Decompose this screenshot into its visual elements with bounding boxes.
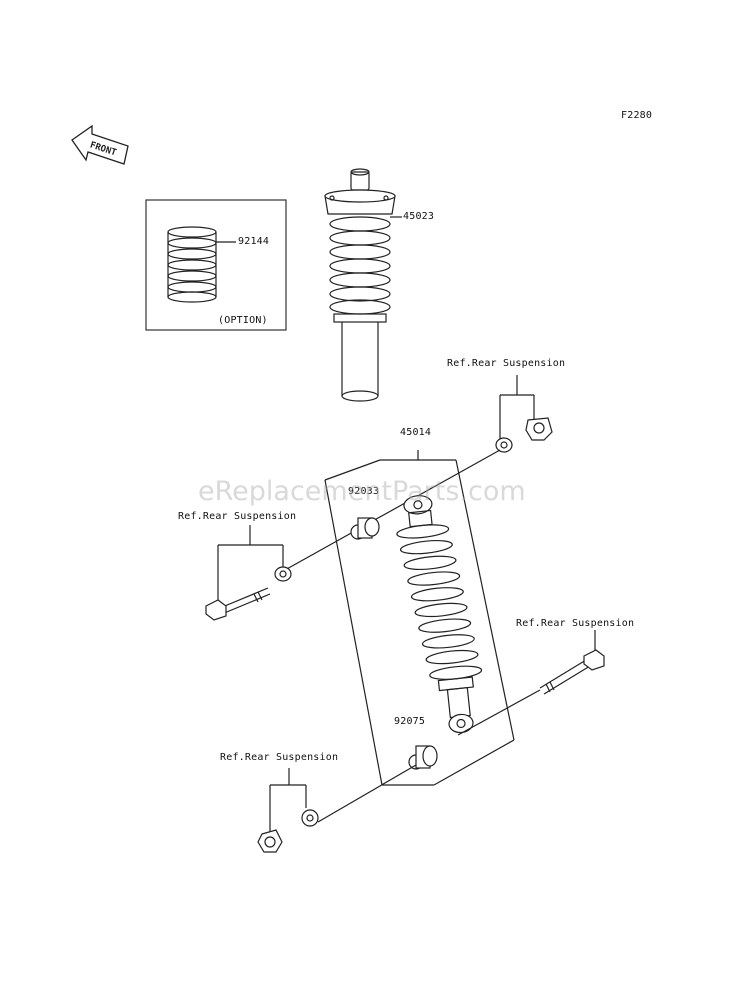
- ref-rear-suspension-right: Ref.Rear Suspension: [516, 618, 635, 629]
- upper-nut-group: [495, 375, 553, 453]
- front-arrow-icon: FRONT: [71, 124, 129, 165]
- upper-mount-axis: [284, 449, 501, 571]
- option-spring-box: [145, 199, 287, 331]
- part-number-45023: 45023: [403, 211, 435, 222]
- upper-bushing-icon: [350, 517, 380, 540]
- coil-spring-icon: [167, 226, 217, 303]
- lower-mount-axis: [317, 764, 417, 823]
- front-shock-absorber-icon: [324, 168, 402, 402]
- lower-bushing-icon: [408, 745, 438, 770]
- part-number-92075: 92075: [394, 716, 426, 727]
- lower-nut-group: [257, 768, 319, 853]
- rear-shock-frame: [324, 450, 515, 786]
- ref-rear-suspension-lower-left: Ref.Rear Suspension: [220, 752, 339, 763]
- part-number-92033: 92033: [348, 486, 380, 497]
- ref-rear-suspension-upper-right: Ref.Rear Suspension: [447, 358, 566, 369]
- rear-shock-absorber-icon: [396, 495, 483, 734]
- part-number-45014: 45014: [400, 427, 432, 438]
- left-bolt-group: [205, 525, 292, 621]
- part-number-92144: 92144: [238, 236, 270, 247]
- ref-rear-suspension-left: Ref.Rear Suspension: [178, 511, 297, 522]
- option-note: (OPTION): [218, 315, 268, 326]
- figure-code: F2280: [621, 110, 653, 121]
- right-bolt-group: [457, 630, 605, 736]
